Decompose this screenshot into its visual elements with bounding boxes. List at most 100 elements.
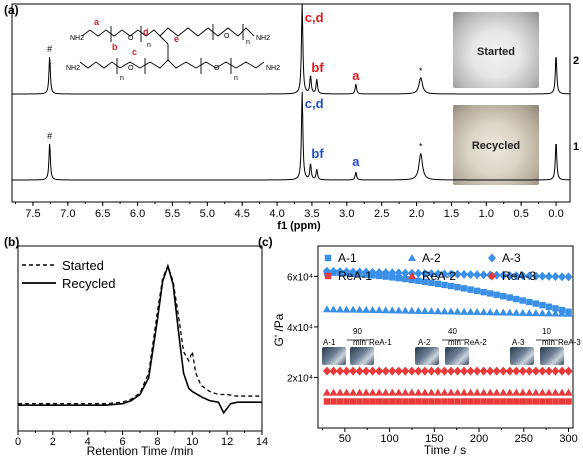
- panel-label-a: (a): [4, 3, 19, 17]
- point-rea-3: [394, 366, 403, 376]
- point-a-1: [552, 305, 559, 312]
- point-a-3: [518, 271, 527, 281]
- legend-label-a-3: A-3: [502, 251, 521, 265]
- rheology-y-tick-label: 6x10⁴: [287, 272, 313, 283]
- svg-text:n: n: [120, 75, 124, 82]
- svg-text:b: b: [112, 42, 118, 52]
- point-rea-1: [421, 398, 429, 405]
- structure-position-labels: a b c d e: [94, 17, 179, 57]
- recycled-photo-label: Recycled: [472, 140, 520, 152]
- point-a-2: [447, 307, 456, 315]
- rheology-y-axis-label: G' /Pa: [272, 313, 286, 346]
- legend-marker-rea-2: [408, 272, 416, 279]
- nmr-x-tick-label: 7.0: [60, 208, 75, 220]
- point-rea-1: [500, 398, 507, 405]
- point-rea-1: [454, 398, 461, 405]
- svg-text:n: n: [234, 75, 238, 82]
- point-a-2: [329, 305, 338, 313]
- point-rea-3: [427, 366, 436, 376]
- point-a-1: [421, 278, 429, 285]
- point-rea-3: [557, 366, 566, 376]
- point-rea-3: [414, 366, 423, 376]
- point-a-1: [493, 291, 500, 299]
- point-a-1: [389, 274, 396, 281]
- point-rea-3: [355, 366, 364, 376]
- point-rea-3: [466, 366, 475, 376]
- point-a-3: [349, 267, 358, 277]
- nmr-peak-label: a: [352, 154, 360, 169]
- point-a-2: [492, 308, 501, 316]
- point-a-2: [440, 307, 449, 315]
- point-rea-3: [336, 366, 345, 376]
- point-a-1: [415, 277, 422, 285]
- point-rea-3: [479, 366, 488, 376]
- point-rea-3: [433, 366, 442, 376]
- point-rea-2: [375, 388, 384, 396]
- hydrogel-thumb: [415, 347, 439, 365]
- point-a-3: [368, 267, 377, 277]
- point-rea-3: [420, 366, 429, 376]
- point-a-3: [381, 268, 390, 278]
- point-a-2: [375, 306, 384, 314]
- point-rea-3: [401, 366, 410, 376]
- point-rea-2: [492, 388, 501, 396]
- point-a-3: [427, 269, 436, 279]
- point-rea-2: [479, 388, 488, 396]
- legend-marker-a-2: [408, 254, 416, 261]
- point-a-3: [557, 272, 566, 282]
- inset-unit-label: min: [448, 338, 461, 347]
- point-rea-3: [362, 366, 371, 376]
- point-a-3: [394, 268, 403, 278]
- point-a-2: [414, 306, 423, 314]
- point-a-1: [434, 280, 442, 288]
- point-a-1: [486, 290, 494, 297]
- point-rea-1: [513, 398, 520, 405]
- point-a-3: [564, 272, 573, 282]
- point-a-2: [322, 305, 331, 313]
- point-rea-2: [505, 388, 514, 396]
- inset-time-label: 10: [542, 327, 551, 336]
- point-a-2: [544, 309, 553, 317]
- point-rea-1: [539, 398, 546, 405]
- gpc-x-tick-label: 0: [15, 436, 21, 448]
- svg-text:n: n: [147, 42, 151, 49]
- point-rea-3: [342, 366, 351, 376]
- point-rea-1: [428, 398, 435, 405]
- point-a-1: [513, 295, 520, 303]
- point-a-3: [342, 267, 351, 277]
- point-a-3: [420, 269, 429, 279]
- point-rea-2: [381, 388, 390, 396]
- point-rea-2: [453, 388, 462, 396]
- nmr-x-tick-label: 0.0: [548, 208, 563, 220]
- point-rea-3: [551, 366, 560, 376]
- nmr-peak-label: *: [419, 66, 423, 76]
- nmr-x-axis-label: f1 (ppm): [277, 220, 321, 232]
- point-a-2: [420, 307, 429, 315]
- point-a-1: [532, 300, 540, 307]
- rheology-x-tick-label: 150: [425, 433, 443, 445]
- point-a-2: [349, 305, 358, 313]
- point-a-2: [368, 306, 377, 314]
- spectrum-1-label: 1: [573, 141, 579, 153]
- point-rea-1: [323, 398, 331, 405]
- point-a-3: [551, 272, 560, 282]
- nmr-x-tick-label: 4.5: [235, 208, 250, 220]
- point-rea-3: [388, 366, 397, 376]
- point-a-3: [538, 271, 547, 281]
- point-rea-2: [473, 388, 482, 396]
- svg-text:O: O: [214, 65, 220, 72]
- point-rea-2: [531, 388, 540, 396]
- point-rea-1: [558, 398, 566, 405]
- point-rea-3: [453, 366, 462, 376]
- nmr-x-tick-label: 3.5: [304, 208, 319, 220]
- point-a-1: [500, 293, 507, 300]
- nmr-spectrum-started: [12, 3, 571, 95]
- point-a-3: [544, 271, 553, 281]
- panel-label-b: (b): [4, 235, 19, 249]
- point-rea-3: [473, 366, 482, 376]
- point-rea-3: [544, 366, 553, 376]
- point-rea-2: [486, 388, 495, 396]
- point-rea-1: [532, 398, 540, 405]
- point-a-2: [355, 305, 364, 313]
